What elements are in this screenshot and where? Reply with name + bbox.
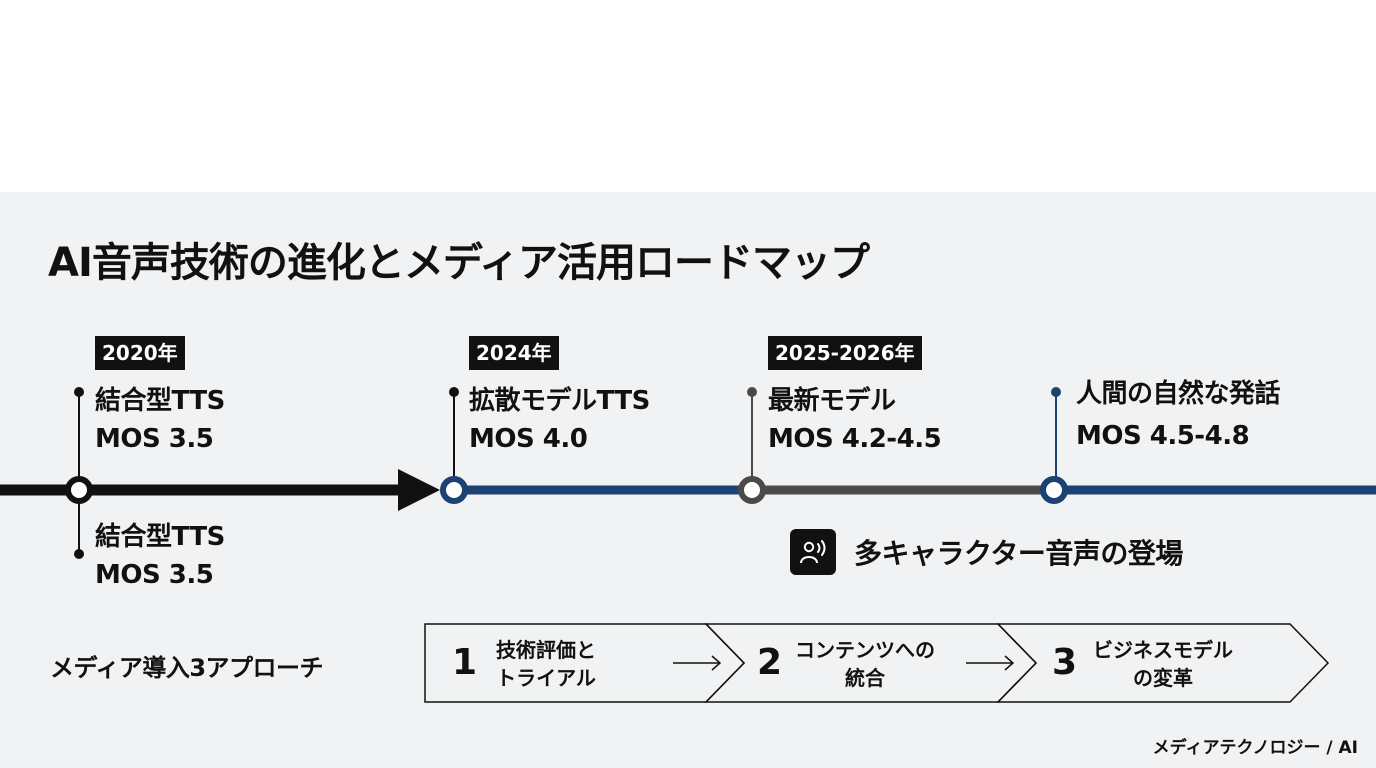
milestone-2020-below-model: 結合型TTS [95,522,225,552]
milestone-2024-mos: MOS 4.0 [469,424,588,454]
step-3-line2: の変革 [1133,666,1193,690]
timeline-arrowhead [398,469,440,511]
step-1-text: 技術評価と トライアル [496,636,596,692]
step-2-arrow [966,655,1015,671]
step-3-number: 3 [1052,642,1078,683]
step-2-text: コンテンツへの 統合 [795,636,935,692]
milestone-2020-above: 結合型TTS MOS 3.5 [95,382,225,458]
stem-2025-dot [747,387,757,397]
step-2-number: 2 [757,642,783,683]
milestone-2025: 最新モデル MOS 4.2-4.5 [768,382,942,458]
step-1-line2: トライアル [496,666,596,690]
year-badge-2025-2026: 2025-2026年 [768,336,922,370]
step-1-number: 1 [452,642,478,683]
step-2-line2: 統合 [845,666,885,690]
stem-2020-down-dot [74,549,84,559]
step-3-box [996,623,1330,703]
milestone-future-mos: MOS 4.5-4.8 [1076,421,1250,451]
node-2025 [738,476,766,504]
node-2020 [65,476,93,504]
step-2-line1: コンテンツへの [795,638,935,662]
multi-character-feature: 多キャラクター音声の登場 [790,528,1183,576]
slide-background [0,192,1376,768]
footer-credit: メディアテクノロジー / AI [1152,738,1358,758]
node-2024 [440,476,468,504]
stem-2020-up-dot [74,387,84,397]
step-3-text: ビジネスモデル の変革 [1093,636,1233,692]
milestone-2024: 拡散モデルTTS MOS 4.0 [469,382,650,458]
year-badge-2020: 2020年 [95,336,185,370]
milestone-2024-model: 拡散モデルTTS [469,386,650,416]
page-title: AI音声技術の進化とメディア活用ロードマップ [48,240,870,286]
milestone-future-model: 人間の自然な発話 [1076,379,1281,409]
top-blank-area [0,0,1376,192]
approach-title: メディア導入3アプローチ [50,654,324,682]
step-1-line1: 技術評価と [496,638,596,662]
milestone-2020-below: 結合型TTS MOS 3.5 [95,518,225,594]
milestone-2025-mos: MOS 4.2-4.5 [768,424,942,454]
milestone-2020-above-model: 結合型TTS [95,386,225,416]
step-3-line1: ビジネスモデル [1093,638,1233,662]
milestone-2020-below-mos: MOS 3.5 [95,560,214,590]
step-1-arrow [673,655,722,671]
multi-character-label: 多キャラクター音声の登場 [854,537,1183,570]
milestone-future: 人間の自然な発話 MOS 4.5-4.8 [1076,373,1281,457]
node-future [1040,476,1068,504]
stem-future-dot [1051,387,1061,397]
year-badge-2024: 2024年 [469,336,559,370]
milestone-2020-above-mos: MOS 3.5 [95,424,214,454]
voice-person-icon [790,529,836,575]
milestone-2025-model: 最新モデル [768,386,896,416]
stem-2024-dot [449,387,459,397]
